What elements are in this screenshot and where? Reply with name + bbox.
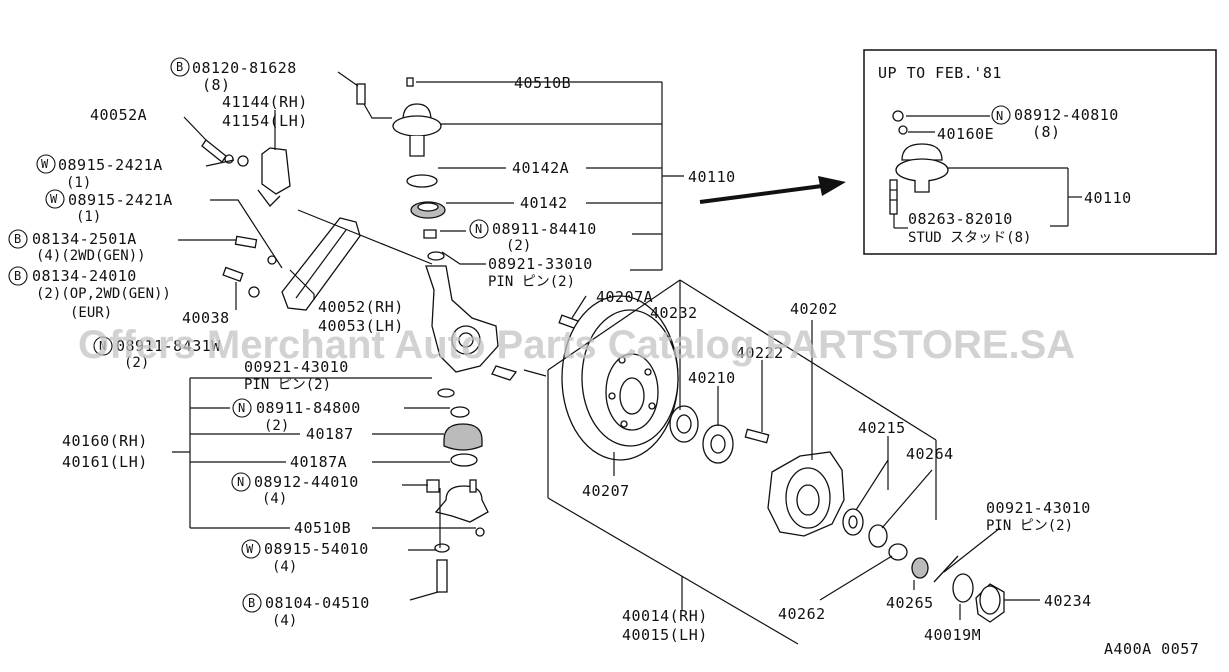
svg-text:N: N — [238, 401, 245, 415]
label-bearing-inner: 40210 — [688, 369, 736, 387]
label-bolt-b1: 08134-2501A — [32, 230, 137, 248]
watermark-text: Offers Merchant Auto Parts Catalog PARTS… — [78, 323, 1075, 367]
inset-seal-label: 40160E — [937, 125, 994, 143]
label-bolt-b1-note: (4)(2WD(GEN)) — [36, 248, 146, 264]
n-marker: N — [232, 398, 252, 418]
label-pin2: 00921-43010 — [244, 358, 349, 376]
label-bolt-hub: 40222 — [736, 344, 784, 362]
label-nut-hidden-qty: (2) — [124, 355, 149, 371]
w-marker: W — [45, 189, 65, 209]
leader-lines — [172, 71, 1040, 645]
label-bolt-knuckle: 40207A — [596, 288, 653, 306]
b-marker: B — [242, 593, 262, 613]
label-pin2-name: PIN ピン(2) — [244, 377, 331, 393]
label-ball-rh: 40160(RH) — [62, 432, 148, 450]
label-nut-lock: 40262 — [778, 605, 826, 623]
label-bolt-top-qty: (8) — [202, 76, 231, 94]
n-marker: N — [469, 219, 489, 239]
label-spacer: 40038 — [182, 309, 230, 327]
label-seal-top: 40142A — [512, 159, 569, 177]
svg-text:B: B — [176, 60, 183, 74]
label-pin1: 08921-33010 — [488, 255, 593, 273]
b-marker: B — [170, 57, 190, 77]
label-bolt-top: 08120-81628 — [192, 59, 297, 77]
label-washer2-qty: (1) — [76, 209, 101, 225]
label-washer1-qty: (1) — [66, 175, 91, 191]
label-nut2-qty: (2) — [264, 418, 289, 434]
inset-nut-part: 08912-40810 — [1014, 106, 1119, 124]
inset-stud-part: 08263-82010 — [908, 210, 1013, 228]
label-washer2: 08915-2421A — [68, 191, 173, 209]
label-arm-rh: 40052(RH) — [318, 298, 404, 316]
label-boot: 40234 — [1044, 592, 1092, 610]
label-arm-lh: 40053(LH) — [318, 317, 404, 335]
inset-stud-name: STUD スタッド(8) — [908, 230, 1031, 246]
svg-text:W: W — [246, 542, 254, 556]
svg-text:N: N — [996, 109, 1003, 123]
label-assembly-main: 40110 — [688, 168, 736, 186]
label-nut1-qty: (2) — [506, 238, 531, 254]
n-marker: N — [231, 472, 251, 492]
label-washer3: 08915-54010 — [264, 540, 369, 558]
svg-text:W: W — [41, 157, 49, 171]
label-seal-hub: 40215 — [858, 419, 906, 437]
label-pin3: 00921-43010 — [986, 499, 1091, 517]
b-marker: B — [8, 229, 28, 249]
label-hub: 40202 — [790, 300, 838, 318]
label-knuckle-rh: 40014(RH) — [622, 607, 708, 625]
label-rotor: 40207 — [582, 482, 630, 500]
label-snap-ring: 40019M — [924, 626, 981, 644]
svg-text:N: N — [475, 222, 482, 236]
label-dust-cover: 40187 — [306, 425, 354, 443]
marker-symbols: B W W B B N N N N W B — [8, 57, 489, 613]
svg-text:B: B — [14, 232, 21, 246]
label-grease-cap: 40264 — [906, 445, 954, 463]
label-knuckle-lh: 40015(LH) — [622, 626, 708, 644]
inset-box: UP TO FEB.'81 N 08912-40810 (8) 40160E 4… — [863, 49, 1217, 255]
w-marker: W — [36, 154, 56, 174]
label-bearing-outer: 40232 — [650, 304, 698, 322]
label-pin3-name: PIN ピン(2) — [986, 518, 1073, 534]
inset-n-marker: N — [991, 105, 1011, 125]
n-marker: N — [93, 336, 113, 356]
svg-text:N: N — [99, 339, 106, 353]
svg-text:N: N — [237, 475, 244, 489]
inset-title: UP TO FEB.'81 — [878, 64, 1002, 82]
label-ring: 40187A — [290, 453, 347, 471]
label-nut3-qty: (4) — [262, 491, 287, 507]
label-bushing: 40142 — [520, 194, 568, 212]
label-washer3-qty: (4) — [272, 559, 297, 575]
label-nut2: 08911-84800 — [256, 399, 361, 417]
label-washer1: 08915-2421A — [58, 156, 163, 174]
inset-nut-qty: (8) — [1032, 123, 1061, 141]
label-nut1: 08911-84410 — [492, 220, 597, 238]
inset-ball-joint-drawing — [889, 110, 949, 215]
svg-text:B: B — [248, 596, 255, 610]
main-parts-drawing — [201, 77, 1005, 623]
svg-text:W: W — [50, 192, 58, 206]
w-marker: W — [241, 539, 261, 559]
label-ball-joint-bottom: 40510B — [294, 519, 351, 537]
label-washer-lock: 40265 — [886, 594, 934, 612]
label-bolt-bottom: 08104-04510 — [265, 594, 370, 612]
label-nut-hidden: 08911-8431W — [116, 337, 221, 355]
inset-assembly-label: 40110 — [1084, 189, 1132, 207]
label-bracket-rh: 41144(RH) — [222, 93, 308, 111]
label-ball-lh: 40161(LH) — [62, 453, 148, 471]
part-labels: 08120-81628 (8) 40510B 41144(RH) 41154(L… — [32, 59, 1199, 658]
svg-text:B: B — [14, 269, 21, 283]
label-bolt-bottom-qty: (4) — [272, 613, 297, 629]
footer-code: A400A 0057 — [1104, 640, 1199, 658]
label-ball-joint-top: 40510B — [514, 74, 571, 92]
label-bracket-lh: 41154(LH) — [222, 112, 308, 130]
label-bolt-b2-note2: (EUR) — [70, 305, 112, 321]
label-bolt-b2: 08134-24010 — [32, 267, 137, 285]
label-nut3: 08912-44010 — [254, 473, 359, 491]
label-bolt-b2-note: (2)(OP,2WD(GEN)) — [36, 286, 171, 302]
label-pin1-name: PIN ピン(2) — [488, 274, 575, 290]
arrow-to-inset — [699, 176, 846, 204]
b-marker: B — [8, 266, 28, 286]
label-bolt-a: 40052A — [90, 106, 147, 124]
